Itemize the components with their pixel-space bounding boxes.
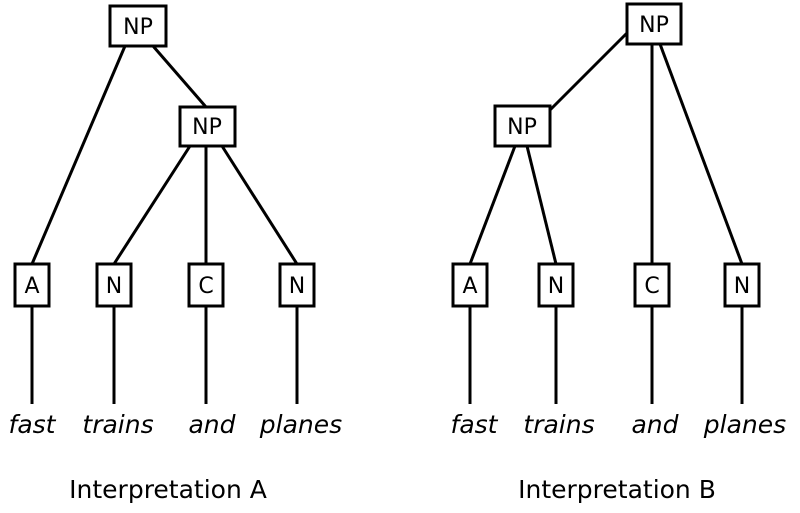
edge-root-to-sub-np [151,45,208,108]
pos-node-conjunction: C [633,262,671,308]
caption-interpretation-a: Interpretation A [69,475,267,504]
edge-sub-np-to-noun1 [112,145,192,265]
node-label: N [106,274,122,299]
leaf-word: and [188,410,235,439]
root-np-node: NP [625,2,683,46]
edge-sub-np-to-noun2 [220,145,299,265]
leaf-word: trains [523,410,594,439]
leaf-word: planes [703,410,786,439]
tree-interpretation-a: NP NP A N C N fast trains and planes Int… [9,4,342,504]
node-label: NP [123,15,153,40]
leaf-word: fast [9,410,57,439]
node-label: N [734,274,750,299]
node-label: NP [639,13,669,38]
pos-node-noun: N [278,262,316,308]
pos-node-adjective: A [13,262,51,308]
pos-node-adjective: A [451,262,489,308]
caption-interpretation-b: Interpretation B [518,475,716,504]
leaf-word: planes [259,410,342,439]
pos-node-noun: N [723,262,761,308]
pos-node-noun: N [95,262,133,308]
node-label: C [644,274,659,299]
node-label: NP [192,115,222,140]
node-label: N [548,274,564,299]
node-label: A [462,274,477,299]
leaf-word: and [631,410,678,439]
node-label: A [24,274,39,299]
leaf-word: trains [82,410,153,439]
root-np-node: NP [108,4,168,48]
edge-root-to-sub-np [548,31,629,112]
tree-interpretation-b: NP NP A N C N fast trains and planes Int… [451,2,786,504]
pos-node-conjunction: C [187,262,225,308]
edge-sub-np-to-noun1 [525,145,558,265]
edge-sub-np-to-adj [468,145,517,265]
node-label: N [289,274,305,299]
edge-root-to-adj [30,45,127,265]
node-label: NP [507,115,537,140]
sub-np-node: NP [178,105,237,148]
sub-np-node: NP [493,104,552,148]
pos-node-noun: N [537,262,575,308]
node-label: C [198,274,213,299]
leaf-word: fast [451,410,499,439]
edge-root-to-noun2 [658,43,744,265]
